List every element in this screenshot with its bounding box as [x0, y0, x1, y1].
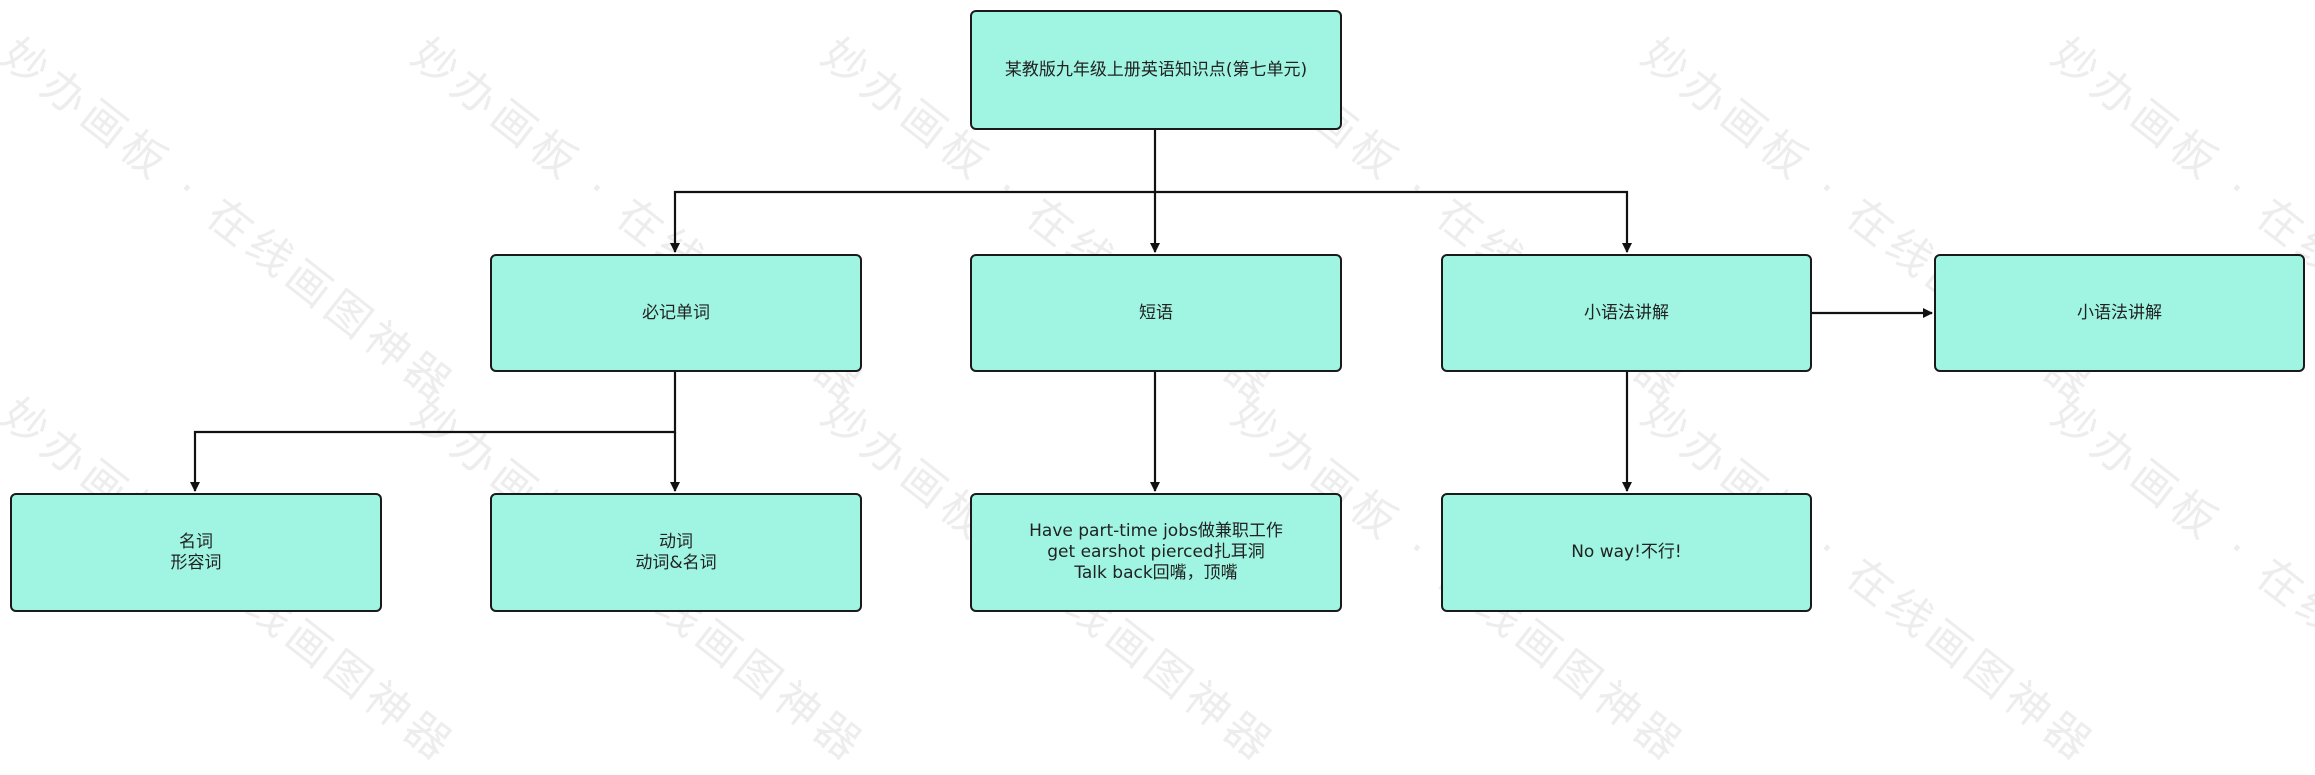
connector-root-grammar — [1155, 190, 1632, 253]
connector-vocab-nouns — [190, 372, 677, 492]
connectors — [190, 130, 1933, 492]
node-grammar-2[interactable]: 小语法讲解 — [1934, 254, 2305, 372]
node-phrases[interactable]: 短语 — [970, 254, 1342, 372]
node-nouns[interactable]: 名词 形容词 — [10, 493, 382, 612]
node-verbs[interactable]: 动词 动词&名词 — [490, 493, 862, 612]
node-vocab[interactable]: 必记单词 — [490, 254, 862, 372]
node-no-way[interactable]: No way!不行! — [1441, 493, 1812, 612]
connector-root-vocab — [670, 190, 1155, 253]
node-grammar[interactable]: 小语法讲解 — [1441, 254, 1812, 372]
node-phrase-list[interactable]: Have part-time jobs做兼职工作 get earshot pie… — [970, 493, 1342, 612]
node-root[interactable]: 某教版九年级上册英语知识点(第七单元) — [970, 10, 1342, 130]
